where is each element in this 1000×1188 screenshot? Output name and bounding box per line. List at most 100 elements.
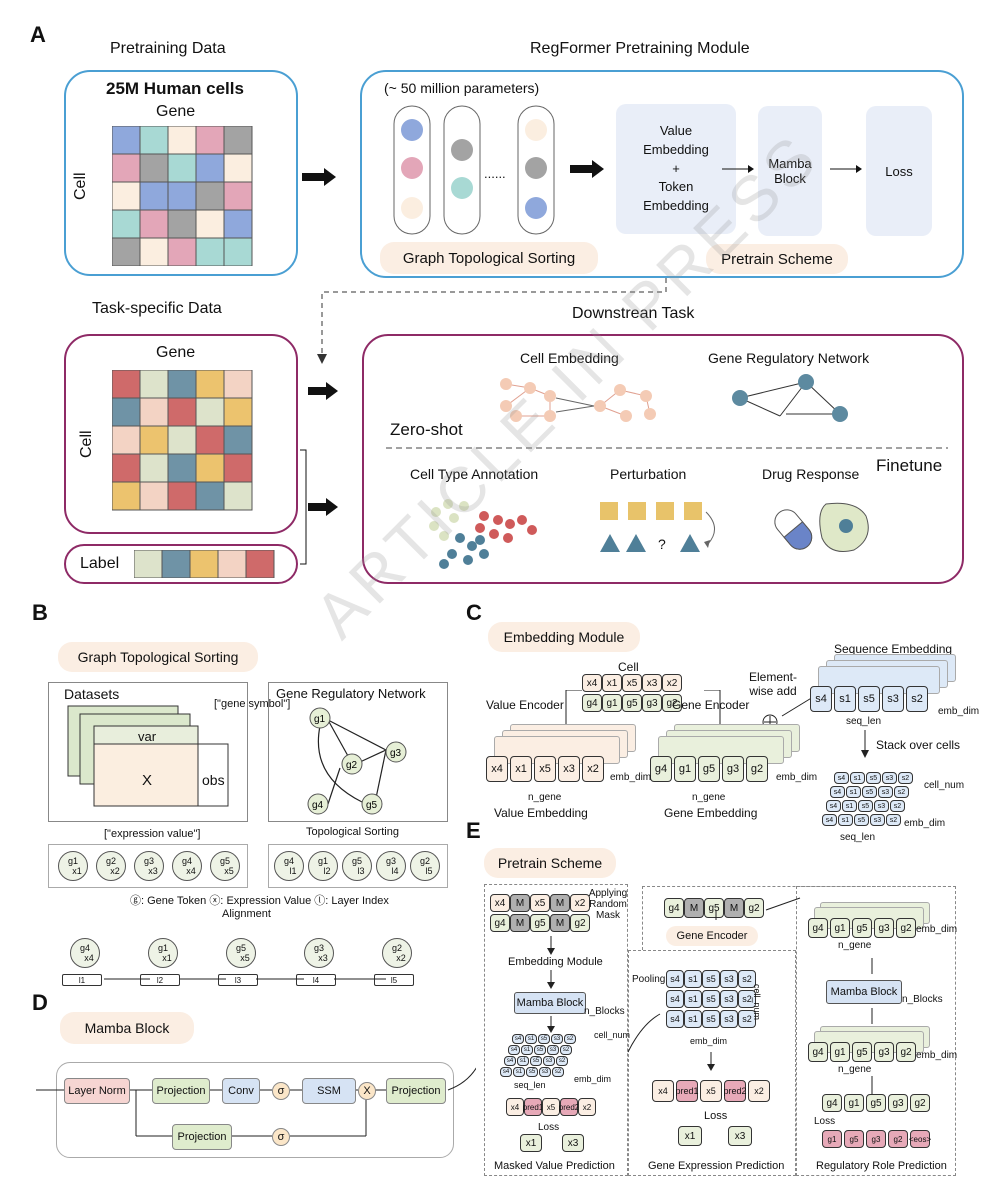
mamba-block-label: Mamba Block <box>768 156 812 186</box>
panel-a-letter: A <box>30 22 46 47</box>
c-g-cell: g5 <box>622 694 642 712</box>
multiply-node: X <box>358 1082 376 1100</box>
e-pred-mid-cell: pred1 <box>675 1080 699 1102</box>
stack-cell: s4 <box>834 772 849 784</box>
e-stack-cell: s5 <box>526 1067 538 1077</box>
e-stack-cell: s4 <box>512 1034 524 1044</box>
seq-emb-cell: s4 <box>810 686 832 712</box>
e-stack-cell: s4 <box>504 1056 516 1066</box>
left-token-part-0: g3 <box>143 856 154 866</box>
right-token-part-0: g3 <box>385 856 396 866</box>
panel-e-letter: E <box>466 818 481 843</box>
grn-label: Gene Regulatory Network <box>708 350 870 366</box>
e-pool-cell: s4 <box>666 990 684 1008</box>
e-stack-cell: s1 <box>517 1056 529 1066</box>
e-loss-left: Loss <box>538 1122 560 1133</box>
stack-cell: s3 <box>870 814 885 826</box>
grn-node-g4: g4 <box>312 800 324 811</box>
e-reg-row-cell: g2 <box>910 1094 930 1112</box>
stack-cell: s1 <box>846 786 861 798</box>
downstream-box <box>362 334 964 584</box>
left-token-part-1: x4 <box>186 866 196 876</box>
seq-emb-cell: s1 <box>834 686 856 712</box>
value-emb-cell: x5 <box>534 756 556 782</box>
aligned-layer: l2 <box>140 974 180 986</box>
e-x3-left: x3 <box>562 1134 584 1152</box>
e-reg-top-cell: g1 <box>830 918 850 938</box>
e-reg-emb-dim-top: emb_dim <box>916 924 958 935</box>
c-g-cell: g2 <box>662 694 682 712</box>
question-mark: ? <box>658 536 666 552</box>
cell-axis-label: Cell <box>72 172 89 200</box>
grn-node-g3: g3 <box>390 748 402 759</box>
loss-label: Loss <box>885 163 913 179</box>
aligned-layer: l4 <box>296 974 336 986</box>
e-pred-cell: x5 <box>542 1098 560 1116</box>
x-label: X <box>142 772 153 789</box>
var-label: var <box>138 729 157 744</box>
e-stack-cell: s2 <box>564 1034 576 1044</box>
e-pool-cell: s4 <box>666 1010 684 1028</box>
masked-value-caption: Masked Value Prediction <box>494 1160 615 1172</box>
aligned-token-part-1: x5 <box>240 953 250 963</box>
stack-cell: s3 <box>878 786 893 798</box>
legend-expr: Expression Value <box>226 895 312 907</box>
stack-cell: s4 <box>822 814 837 826</box>
masked-g-cell: g5 <box>530 914 550 932</box>
sigma-node-1: σ <box>272 1082 290 1100</box>
task-cell-label: Cell <box>78 430 95 458</box>
right-token-part-0: g1 <box>317 856 328 866</box>
e-mamba-block-1: Mamba Block <box>514 992 586 1014</box>
aligned-layer: l1 <box>62 974 102 986</box>
stack-cell: s5 <box>866 772 881 784</box>
e-gene-encoder-pill: Gene Encoder <box>666 926 758 946</box>
legend-layer: Layer Index <box>331 895 389 907</box>
e-loss-mid: Loss <box>704 1110 728 1122</box>
e-pool-cell: s2 <box>738 970 756 988</box>
e-embedding-module-label: Embedding Module <box>508 956 603 968</box>
grn-box <box>268 682 448 822</box>
stack-cell: s5 <box>862 786 877 798</box>
mamba-pill-d: Mamba Block <box>60 1012 194 1044</box>
layer-norm-node: Layer Norm <box>64 1078 130 1104</box>
aligned-token-part-0: g1 <box>157 943 168 953</box>
masked-x-cell: M <box>550 894 570 912</box>
grn-box-title: Gene Regulatory Network <box>276 686 426 701</box>
ssm-node: SSM <box>302 1078 356 1104</box>
e-reg-mid-cell: g4 <box>808 1042 828 1062</box>
e-reg-row-cell: g1 <box>844 1094 864 1112</box>
masked-value-box <box>484 884 628 1176</box>
legend-line: ⓖ: Gene Token ⓧ: Expression Value ⓛ: Lay… <box>130 892 389 908</box>
gene-n-gene: n_gene <box>692 792 726 803</box>
e-x3-mid: x3 <box>728 1126 752 1146</box>
e-arrow-2 <box>547 970 555 989</box>
e-pool-cell: s3 <box>720 970 738 988</box>
value-emb-cell: x1 <box>510 756 532 782</box>
c-x-cell: x1 <box>602 674 622 692</box>
mamba-connections <box>36 1067 476 1137</box>
perturbation-graphic <box>600 502 715 552</box>
pooling-label: Pooling <box>632 974 666 985</box>
datasets-box <box>48 682 248 822</box>
masked-g-cell: g4 <box>490 914 510 932</box>
pretrain-scheme-pill-e: Pretrain Scheme <box>484 848 616 878</box>
conv-node: Conv <box>222 1078 260 1104</box>
aligned-chain <box>104 978 386 980</box>
left-token-part-1: x5 <box>224 866 234 876</box>
arrow-embed-mamba-icon <box>722 165 754 173</box>
applying-mask-label: Applying Random Mask <box>588 888 628 921</box>
gene-embedding-caption: Gene Embedding <box>664 806 758 820</box>
sequence-embedding-label: Sequence Embedding <box>834 642 953 656</box>
embedding-module-pill: Embedding Module <box>488 622 640 652</box>
datasets-stack <box>67 705 229 807</box>
left-token-part-1: x2 <box>110 866 120 876</box>
value-n-gene: n_gene <box>528 792 562 803</box>
e-pred-mid-cell: pred2 <box>723 1080 747 1102</box>
